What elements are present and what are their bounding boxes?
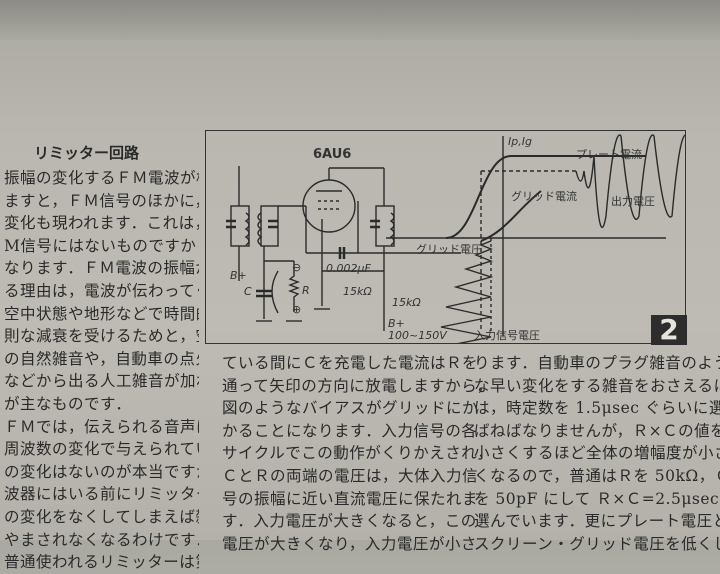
- text-line: 電圧が大きくなり，入力電圧が小さ: [222, 534, 477, 553]
- plate-current-label: プレート電流: [576, 148, 642, 161]
- text-line: 小さくするほど全体の増幅度が小さ: [474, 444, 720, 463]
- text-line: 波器にはいる前にリミッターで振: [4, 485, 199, 504]
- middle-text-column: ている間にＣを充電した電流はＲを通って矢印の方向に放電しますから， 図のようなバイ…: [222, 352, 493, 555]
- text-line: などから出る人工雑音が加わるこ: [4, 372, 199, 391]
- text-line: の自然雑音や，自動車の点火プラ: [4, 349, 199, 368]
- b-plus-right-label: B+: [388, 317, 405, 330]
- plate-current-curve: [445, 155, 646, 239]
- minus-symbol: ⊖: [292, 261, 302, 274]
- text-line: ばねばなりませんが，Ｒ×Ｃの値を: [474, 421, 720, 440]
- output-tank-circuit: [370, 205, 395, 247]
- text-line: 変化も現われます．これは，元の: [4, 214, 199, 233]
- text-line: 図のようなバイアスがグリッドにか: [222, 399, 479, 418]
- y-axis-label: Ip,Ig: [508, 135, 532, 148]
- grid-current-curve: [480, 190, 542, 242]
- capacitor-label: C: [244, 285, 252, 298]
- text-line: かることになります．入力信号の各: [222, 421, 478, 440]
- text-line: 則な減衰を受けるためと，空電な: [4, 327, 199, 346]
- left-text-column: 振幅の変化するＦＭ電波が検波さますと，ＦＭ信号のほかに，振幅変化も現われます．こ…: [4, 167, 199, 574]
- text-line: くなるので，普通はＲを 50kΩ，Ｃ: [474, 466, 720, 485]
- text-line: 普通使われるリミッターは第２図: [4, 553, 199, 572]
- resistor1-label: 15kΩ: [343, 285, 372, 298]
- supply-voltage-label: 100~150V: [388, 329, 447, 342]
- circuit-and-characteristic-diagram: [226, 134, 685, 343]
- text-line: 周波数の変化で与えられていて振: [4, 440, 199, 459]
- grid-current-label: グリッド電流: [511, 190, 577, 203]
- figure-number: 2: [651, 315, 687, 345]
- text-line: の変化をなくしてしまえば雑音に: [4, 507, 199, 526]
- text-line: は，時定数を 1.5μsec ぐらいに選: [474, 399, 720, 418]
- text-line: 振幅の変化するＦＭ電波が検波さ: [4, 169, 199, 187]
- coupling-capacitor-label: 0.002μF: [326, 262, 371, 275]
- text-line: を 50pF にして Ｒ×Ｃ=2.5μsec に: [474, 489, 720, 508]
- text-line: スクリーン・グリッド電圧を低くし: [474, 534, 720, 553]
- page-edge-shadow: [0, 0, 720, 40]
- tube-label: 6AU6: [313, 147, 352, 162]
- right-text-column: ります．自動車のプラグ雑音のような早い変化をする雑音をおさえるには，時定数を 1…: [474, 352, 720, 555]
- section-heading: リミッター回路: [34, 144, 140, 162]
- text-line: ります．自動車のプラグ雑音のよう: [474, 354, 720, 372]
- resistor2-label: 15kΩ: [392, 296, 421, 309]
- input-signal-label: 入力信号電圧: [474, 329, 540, 342]
- text-line: なります．ＦＭ電波の振幅が変化: [4, 259, 199, 278]
- figure-2-limiter-circuit: 6AU6 B+ C R ⊖ ⊕ 0.002μF 15kΩ 15kΩ B+ 100…: [205, 130, 687, 345]
- text-line: す．入力電圧が大きくなると，この: [222, 512, 477, 531]
- text-line: 選んでいます．更にプレート電圧と: [474, 512, 720, 531]
- text-line: M信号にはないものですから雑音: [4, 236, 199, 255]
- text-line: の変化はないのが本当ですから，: [4, 462, 199, 481]
- input-tank-circuit: [226, 166, 306, 322]
- text-line: ますと，ＦＭ信号のほかに，振幅: [4, 191, 199, 210]
- text-line: ＣとＲの両端の電圧は，大体入力信: [222, 466, 479, 485]
- text-line: 号の振幅に近い直流電圧に保たれま: [222, 489, 479, 508]
- b-plus-left-label: B+: [230, 269, 247, 282]
- text-line: ている間にＣを充電した電流はＲを: [222, 354, 479, 372]
- output-voltage-label: 出力電圧: [611, 195, 655, 208]
- grid-voltage-label: グリッド電圧: [416, 243, 482, 256]
- text-line: 通って矢印の方向に放電しますから，: [222, 376, 493, 395]
- text-line: る理由は，電波が伝わってくる間: [4, 281, 199, 300]
- text-line: が主なものです．: [4, 394, 132, 413]
- resistor-label: R: [302, 284, 310, 297]
- text-line: ＦＭでは，伝えられる音声は電波: [4, 417, 199, 436]
- text-line: サイクルでこの動作がくりかえされ，: [222, 444, 494, 463]
- tube-6au6: [302, 167, 461, 331]
- characteristic-graph: [386, 134, 685, 343]
- plus-symbol: ⊕: [292, 303, 302, 316]
- text-line: 空中状態や地形などで時間的に不: [4, 304, 199, 323]
- output-voltage-wave: [575, 134, 685, 229]
- input-signal-wave: [440, 240, 494, 343]
- text-line: な早い変化をする雑音をおさえるに: [474, 376, 720, 395]
